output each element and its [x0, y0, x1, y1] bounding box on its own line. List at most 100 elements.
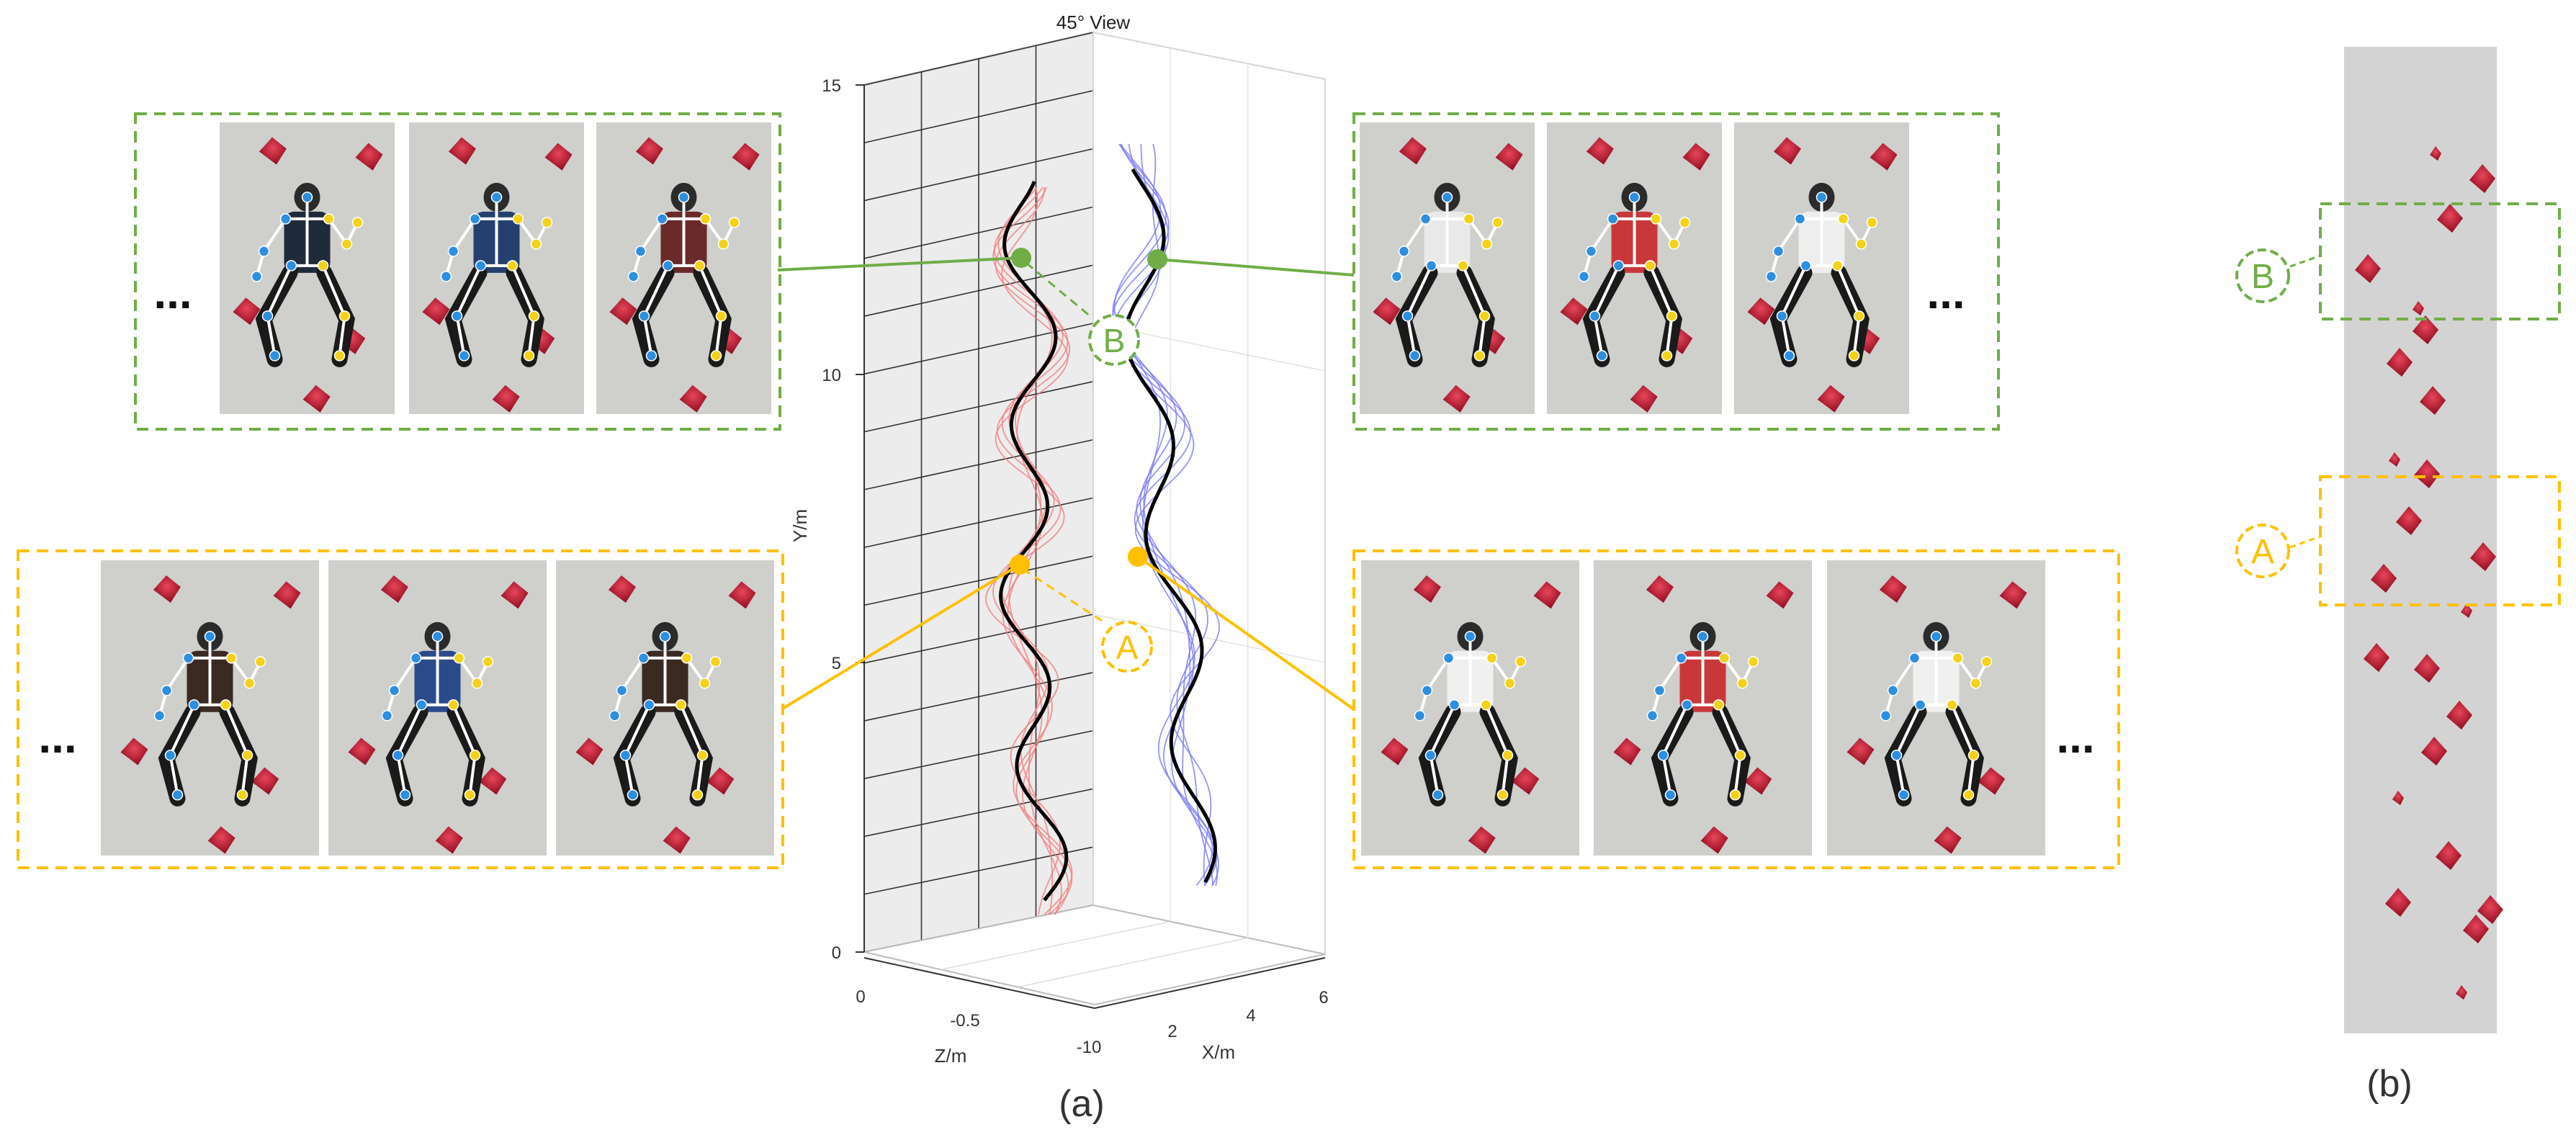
- yz-grid-hline: [863, 730, 1094, 779]
- keypoint-right: [728, 217, 740, 228]
- keypoint-right: [1952, 652, 1964, 664]
- hold-shape: [1646, 575, 1674, 603]
- keypoint-left: [458, 350, 470, 362]
- keypoint-left: [1578, 271, 1590, 282]
- hold-shape: [575, 737, 603, 766]
- keypoint-left: [171, 789, 184, 801]
- hold-shape: [259, 137, 287, 165]
- keypoint-left: [1596, 350, 1608, 362]
- wall-hold: [2364, 643, 2389, 672]
- keypoint-right: [1481, 238, 1493, 250]
- keypoint-left: [251, 271, 263, 282]
- hold-shape: [479, 767, 507, 795]
- hold-shape: [1766, 581, 1794, 609]
- keypoint-left: [164, 750, 176, 761]
- wall-hold: [2355, 254, 2381, 283]
- keypoint-left: [1409, 350, 1421, 362]
- wall-hold: [2436, 841, 2461, 870]
- keypoint-right: [447, 699, 459, 711]
- x-tick-4: 4: [1246, 1006, 1255, 1025]
- hold-shape: [207, 826, 235, 854]
- keypoint-right: [717, 238, 730, 250]
- keypoint-left: [381, 710, 393, 722]
- keypoint-left: [1419, 213, 1432, 225]
- keypoint-left: [637, 652, 650, 664]
- hold-shape: [1999, 581, 2027, 609]
- keypoint-right: [681, 652, 693, 664]
- keypoint-left: [269, 350, 281, 362]
- hold-shape: [1747, 297, 1775, 326]
- y-axis-label: Y/m: [789, 509, 811, 542]
- climber-frame: [101, 560, 319, 856]
- hold-shape: [732, 143, 760, 171]
- climber-frame: [1547, 122, 1722, 414]
- hold-shape: [1373, 297, 1401, 326]
- keypoint-left: [662, 260, 674, 271]
- wall-hold: [2463, 915, 2489, 943]
- wall-hold: [2430, 146, 2441, 161]
- keypoint-right: [1970, 678, 1982, 689]
- keypoint-right: [1866, 217, 1878, 228]
- keypoint-right: [1734, 750, 1746, 761]
- x-axis-line: [1094, 957, 1326, 1009]
- keypoint-left: [1391, 271, 1403, 282]
- wall-hold: [2387, 348, 2413, 377]
- climber-frame: [596, 122, 771, 414]
- y-tick-15: 15: [822, 76, 841, 96]
- keypoint-right: [675, 699, 687, 711]
- panel-border: [17, 549, 784, 869]
- hold-shape: [251, 767, 279, 795]
- keypoint-right: [1644, 260, 1656, 271]
- keypoint-right: [541, 217, 553, 228]
- wall-hold: [2389, 452, 2400, 467]
- hold-shape: [1978, 767, 2006, 795]
- floor-grid-line: [941, 920, 1171, 971]
- wall-a-leader: [2289, 535, 2321, 549]
- yz-grid-hline: [863, 672, 1094, 722]
- keypoint-right: [1837, 213, 1849, 225]
- keypoint-left: [416, 699, 428, 711]
- keypoint-left: [279, 213, 292, 225]
- subfigure-b-caption: (b): [2366, 1063, 2413, 1105]
- wall-hold: [2392, 791, 2404, 805]
- wall-hold: [2477, 895, 2503, 924]
- view-title: 45° View: [1056, 12, 1131, 33]
- keypoint-right: [1980, 656, 1993, 668]
- hold-shape: [302, 385, 331, 413]
- keypoint-right: [1480, 699, 1492, 711]
- keypoint-left: [645, 350, 658, 362]
- keypoint-left: [659, 631, 671, 642]
- climber-frame: [1360, 122, 1535, 414]
- keypoint-left: [1675, 652, 1687, 664]
- keypoint-left: [153, 710, 166, 722]
- keypoint-left: [490, 192, 503, 203]
- keypoint-right: [1473, 350, 1486, 362]
- keypoint-right: [341, 238, 353, 250]
- keypoint-right: [1650, 213, 1662, 225]
- keypoint-right: [254, 656, 266, 668]
- subfigure-a-caption: (a): [1059, 1083, 1105, 1125]
- keypoint-right: [1967, 750, 1980, 761]
- keypoint-left: [1800, 260, 1812, 271]
- keypoint-right: [1668, 238, 1680, 250]
- keypoint-right: [1457, 260, 1469, 271]
- yz-grid-hline: [863, 439, 1094, 490]
- hold-shape: [608, 575, 636, 603]
- wall-holds: [2355, 146, 2503, 1000]
- wall-hold: [2385, 888, 2411, 917]
- wall-region-b: [2319, 202, 2561, 320]
- keypoint-left: [619, 750, 632, 761]
- photo-panels: ............: [17, 112, 2120, 869]
- keypoint-left: [447, 246, 459, 257]
- keypoint-left: [475, 260, 487, 271]
- hold-shape: [492, 385, 520, 413]
- keypoint-right: [482, 656, 494, 668]
- keypoint-left: [627, 789, 639, 801]
- keypoint-left: [1424, 750, 1437, 761]
- hold-shape: [609, 297, 637, 326]
- keypoint-right: [1718, 652, 1731, 664]
- keypoint-left: [469, 213, 481, 225]
- yz-grid-hline: [863, 148, 1094, 202]
- yz-grid-hline: [863, 614, 1094, 664]
